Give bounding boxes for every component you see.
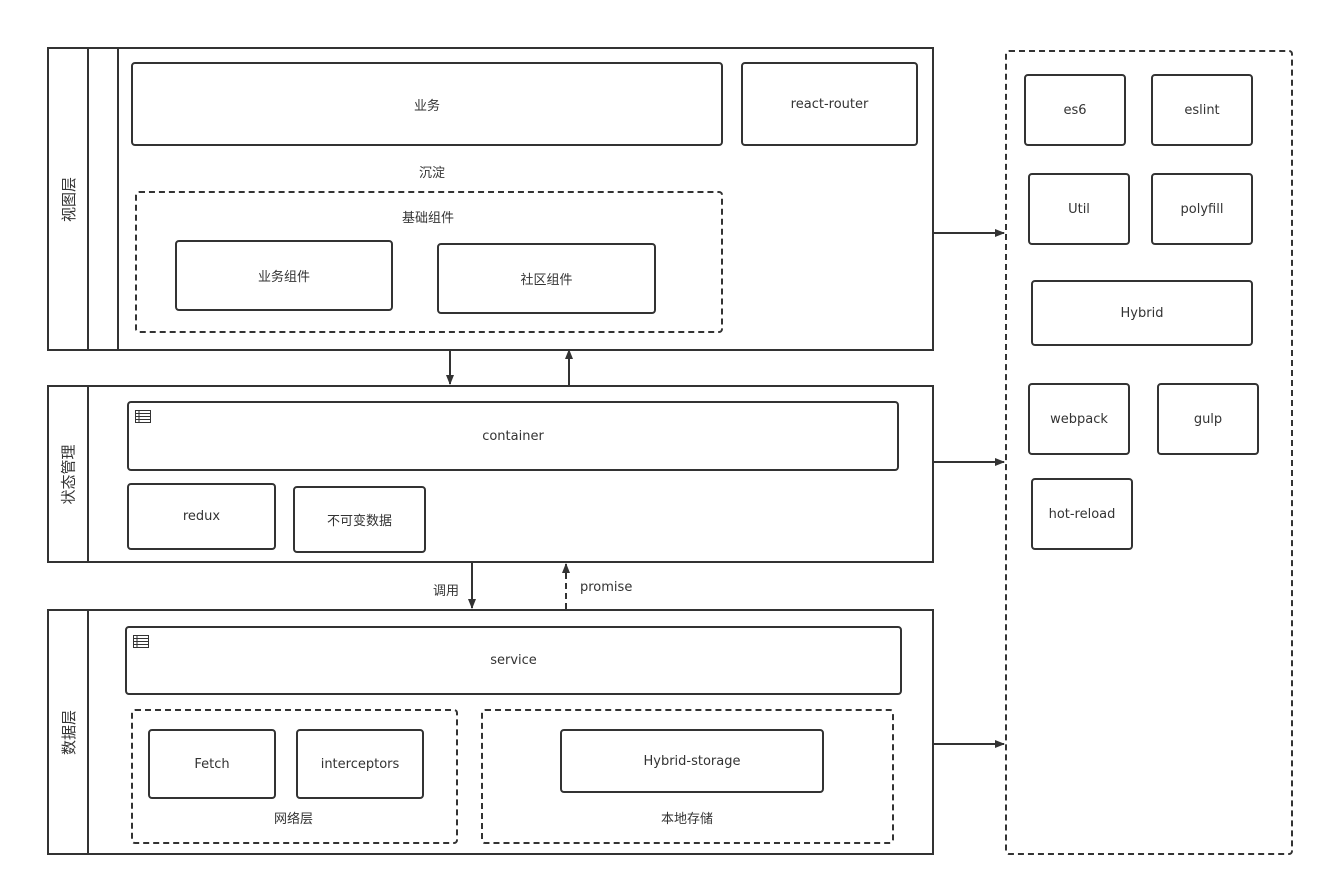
react-router-box: react-router [741,62,918,146]
polyfill-box: polyfill [1151,173,1253,245]
gulp-box: gulp [1157,383,1259,455]
tools-panel [1005,50,1293,855]
community-component-box: 社区组件 [437,243,656,314]
network-layer-group [131,709,458,844]
data-layer-title-column [47,609,89,855]
hybrid-storage-box: Hybrid-storage [560,729,824,793]
settle-label: 沉淀 [419,166,446,181]
view-layer-frame [47,47,934,351]
business-box: 业务 [131,62,723,146]
base-components-label: 基础组件 [402,211,455,226]
view-layer-title-column [47,47,89,351]
state-layer-title-column [47,385,89,563]
webpack-box: webpack [1028,383,1130,455]
container-box: container [127,401,899,471]
data-layer-title: 数据层 [59,709,78,755]
table-icon [135,410,151,423]
business-component-box: 业务组件 [175,240,393,311]
redux-box: redux [127,483,276,550]
promise-label: promise [580,580,633,595]
interceptors-box: interceptors [296,729,424,799]
network-layer-label: 网络层 [274,812,314,827]
hot-reload-box: hot-reload [1031,478,1133,550]
fetch-box: Fetch [148,729,276,799]
immutable-data-box: 不可变数据 [293,486,426,553]
eslint-box: eslint [1151,74,1253,146]
data-layer-frame [47,609,934,855]
table-icon [133,635,149,648]
service-box: service [125,626,902,695]
util-box: Util [1028,173,1130,245]
view-layer-sub-column [87,47,119,351]
local-storage-group [481,709,894,844]
hybrid-box: Hybrid [1031,280,1253,346]
es6-box: es6 [1024,74,1126,146]
view-layer-title: 视图层 [59,176,78,222]
base-components-group [135,191,723,333]
call-label: 调用 [433,584,460,599]
state-layer-frame [47,385,934,563]
local-storage-label: 本地存储 [661,812,714,827]
state-layer-title: 状态管理 [59,443,78,505]
